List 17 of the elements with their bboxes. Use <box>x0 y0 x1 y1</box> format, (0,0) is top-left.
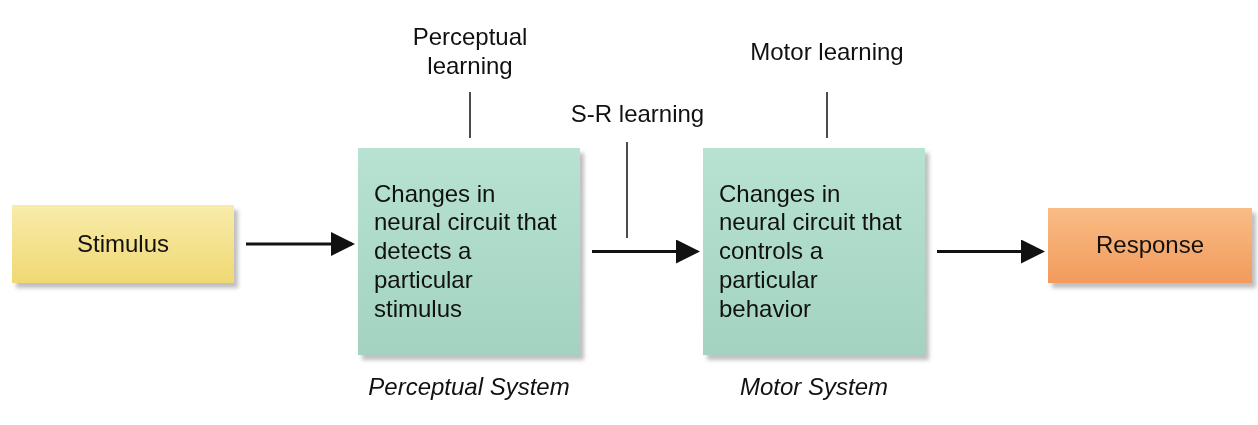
response-box <box>1048 208 1252 283</box>
system-caption: Motor System <box>739 373 889 402</box>
arrow <box>592 239 700 264</box>
box-text: Response <box>1095 231 1205 260</box>
arrow <box>937 239 1045 264</box>
box-text: Stimulus <box>77 229 169 259</box>
callout-text: Perceptual learning <box>411 23 529 81</box>
stimulus-box <box>12 205 234 283</box>
callout-text: Motor learning <box>750 37 904 67</box>
callout-text: S-R learning <box>570 99 705 129</box>
leader-line <box>626 141 628 239</box>
box-text: Changes in neural circuit that detects a particular stimulus <box>374 179 558 324</box>
leader-line <box>469 91 471 139</box>
box-text: Changes in neural circuit that controls a particular behavior <box>719 179 903 324</box>
arrow <box>246 232 355 256</box>
system-caption: Perceptual System <box>367 373 571 402</box>
leader-line <box>826 91 828 139</box>
